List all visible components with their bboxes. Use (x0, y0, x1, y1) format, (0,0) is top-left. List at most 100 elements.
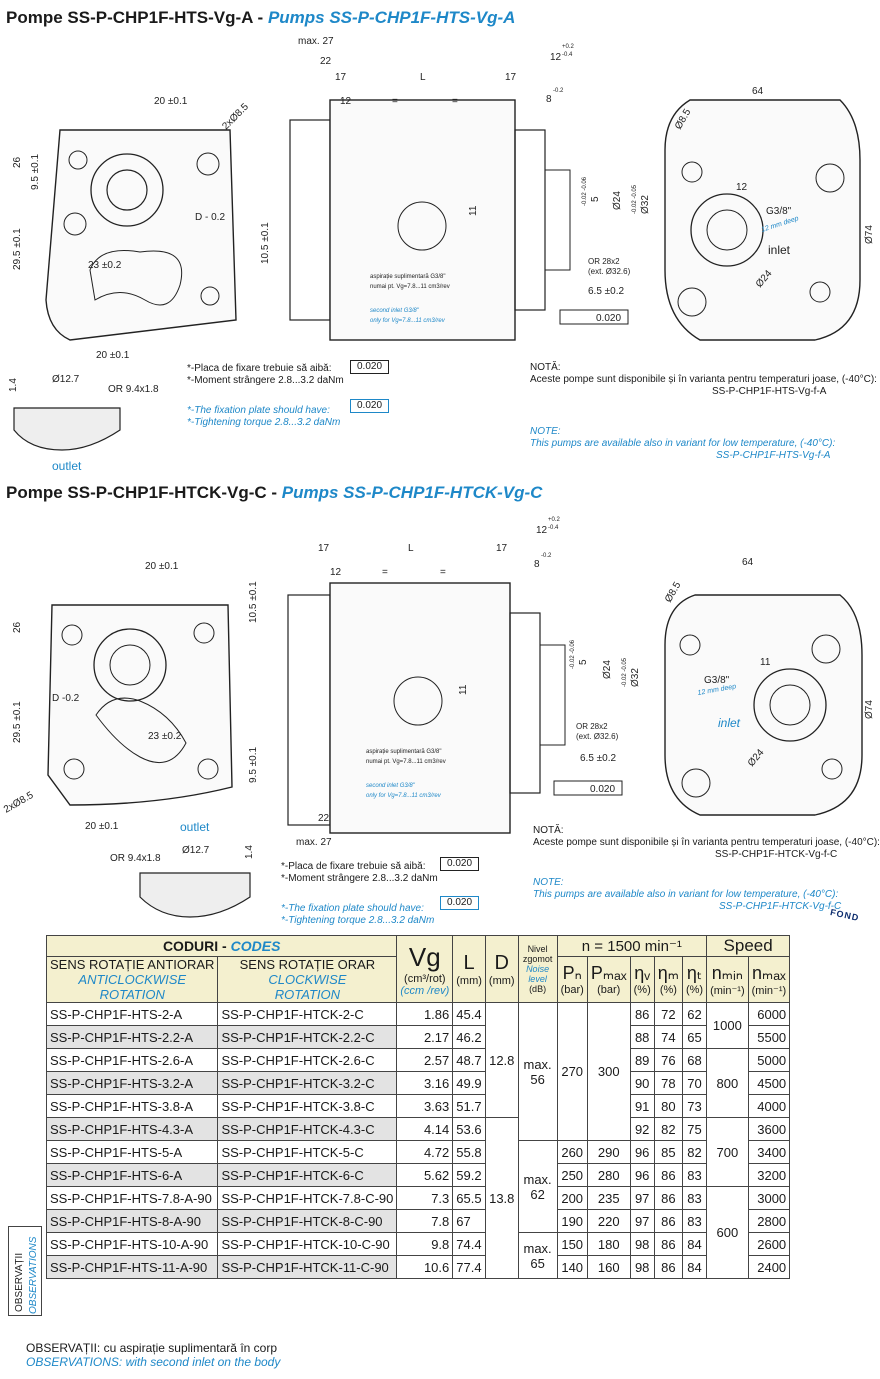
nota-title: NOTĂ: (533, 825, 564, 836)
pmax-cell: 300 (586, 1002, 631, 1141)
dim: 1.4 (8, 378, 19, 392)
dim: 12 (330, 567, 342, 578)
side-label-en: OBSERVATIONS (28, 1236, 39, 1314)
nmax-cell: 4000 (747, 1094, 791, 1118)
l-cell: 49.9 (452, 1071, 486, 1095)
vg-cell: 7.8 (396, 1209, 454, 1233)
etat-cell: 82 (681, 1140, 708, 1164)
dim: inlet (718, 716, 741, 730)
hex-r2 (677, 287, 707, 317)
flatness-value: 0.020 (350, 360, 390, 374)
dim: = (392, 96, 398, 107)
etam-cell: 76 (653, 1048, 683, 1072)
dim: 20 ±0.1 (145, 561, 179, 572)
hole-c2 (63, 758, 85, 780)
hole-rc1 (679, 634, 701, 656)
bore-c (109, 644, 151, 686)
dim: 2xØ8.5 (2, 790, 36, 816)
etam-cell: 80 (653, 1094, 683, 1118)
dim: 17 (505, 72, 517, 83)
dim: D -0.2 (52, 693, 80, 704)
noise-cell: max. 62 (517, 1140, 558, 1233)
dim: OR 9.4x1.8 (108, 384, 159, 395)
flatness-c1: 0.020 (436, 857, 480, 871)
dim: -0.4 (562, 52, 573, 58)
pn-cell: 200 (556, 1186, 588, 1210)
outlet-detail-a (13, 407, 121, 451)
port-c (393, 676, 443, 726)
hole-a2 (63, 212, 87, 236)
dim: -0.2 (553, 88, 564, 94)
acw-code: SS-P-CHP1F-HTS-8-A-90 (45, 1209, 219, 1233)
note-line: *-Tightening torque 2.8...3.2 daNm (187, 417, 341, 428)
dim: 22 (318, 813, 330, 824)
dim: inlet (768, 243, 791, 257)
nmax-cell: 3600 (747, 1117, 791, 1141)
notes-ro-a: *-Placa de fixare trebuie să aibă: *-Mom… (187, 363, 344, 387)
notes-en-c: *-The fixation plate should have: *-Tigh… (281, 903, 434, 927)
pmax-label: Pₘₐₓ (590, 963, 627, 983)
noise-en: Noise level (526, 964, 550, 984)
dim: 8 (534, 559, 540, 570)
nmax-cell: 3000 (747, 1186, 791, 1210)
codes-table: CODURI - CODES Vg(cm³/rot)(ccm /rev) L(m… (45, 935, 791, 1279)
boss-a (90, 153, 164, 227)
cw-ro: SENS ROTAȚIE ORAR (239, 957, 376, 972)
dim: G3/8" (766, 206, 792, 217)
dim: 12 (736, 182, 748, 193)
d-header: D(mm) (484, 935, 519, 1003)
dim: Ø12.7 (52, 374, 80, 385)
dim: 8 (546, 94, 552, 105)
etam-cell: 86 (653, 1163, 683, 1187)
acw-code: SS-P-CHP1F-HTS-2.2-A (45, 1025, 219, 1049)
boss-c (93, 628, 167, 702)
etat-unit: (%) (685, 984, 704, 996)
cw-en1: CLOCKWISE (268, 972, 347, 987)
dim: = (440, 567, 446, 578)
etam-cell: 86 (653, 1209, 683, 1233)
n-header: n = 1500 min⁻¹ (556, 935, 708, 957)
cw-code: SS-P-CHP1F-HTCK-2.2-C (217, 1025, 398, 1049)
cw-code: SS-P-CHP1F-HTCK-10-C-90 (217, 1232, 398, 1256)
rear-view-c (664, 594, 863, 816)
bore-a (106, 169, 148, 211)
pn-cell: 260 (556, 1140, 588, 1164)
vg-cell: 2.17 (396, 1025, 454, 1049)
acw-code: SS-P-CHP1F-HTS-2.6-A (45, 1048, 219, 1072)
etat-cell: 84 (681, 1232, 708, 1256)
flatness-a1: 0.020 (346, 360, 390, 374)
etat-cell: 73 (681, 1094, 708, 1118)
dim: Ø32 (640, 195, 651, 214)
etat-cell: 84 (681, 1255, 708, 1279)
dim: -0.4 (548, 525, 559, 531)
dim: 64 (752, 86, 764, 97)
etat-cell: 62 (681, 1002, 708, 1026)
l-cell: 67 (452, 1209, 486, 1233)
vg-cell: 4.72 (396, 1140, 454, 1164)
front-view-a (45, 129, 237, 341)
cw-code: SS-P-CHP1F-HTCK-3.8-C (217, 1094, 398, 1118)
dim: 5 (578, 659, 589, 665)
pn-cell: 270 (556, 1002, 588, 1141)
l-header: L(mm) (452, 935, 486, 1003)
etat-cell: 65 (681, 1025, 708, 1049)
l-label: L (463, 951, 475, 974)
vg-unit: (cm³/rot) (404, 972, 446, 985)
side-flange-a (289, 119, 331, 321)
etat-label: ηₜ (686, 963, 703, 983)
etav-cell: 88 (629, 1025, 655, 1049)
dim: 6.5 ±0.2 (580, 753, 617, 764)
screw-a2 (200, 286, 220, 306)
dim: 26 (12, 156, 23, 168)
hole-r1 (681, 161, 703, 183)
nota-title: NOTĂ: (530, 362, 561, 373)
cw-code: SS-P-CHP1F-HTCK-3.2-C (217, 1071, 398, 1095)
nmin-cell: 700 (706, 1117, 749, 1187)
etam-cell: 72 (653, 1002, 683, 1026)
nmax-unit: (min⁻¹) (751, 984, 787, 997)
dim: 10.5 ±0.1 (260, 222, 271, 264)
inlet-boss-c (753, 668, 827, 742)
